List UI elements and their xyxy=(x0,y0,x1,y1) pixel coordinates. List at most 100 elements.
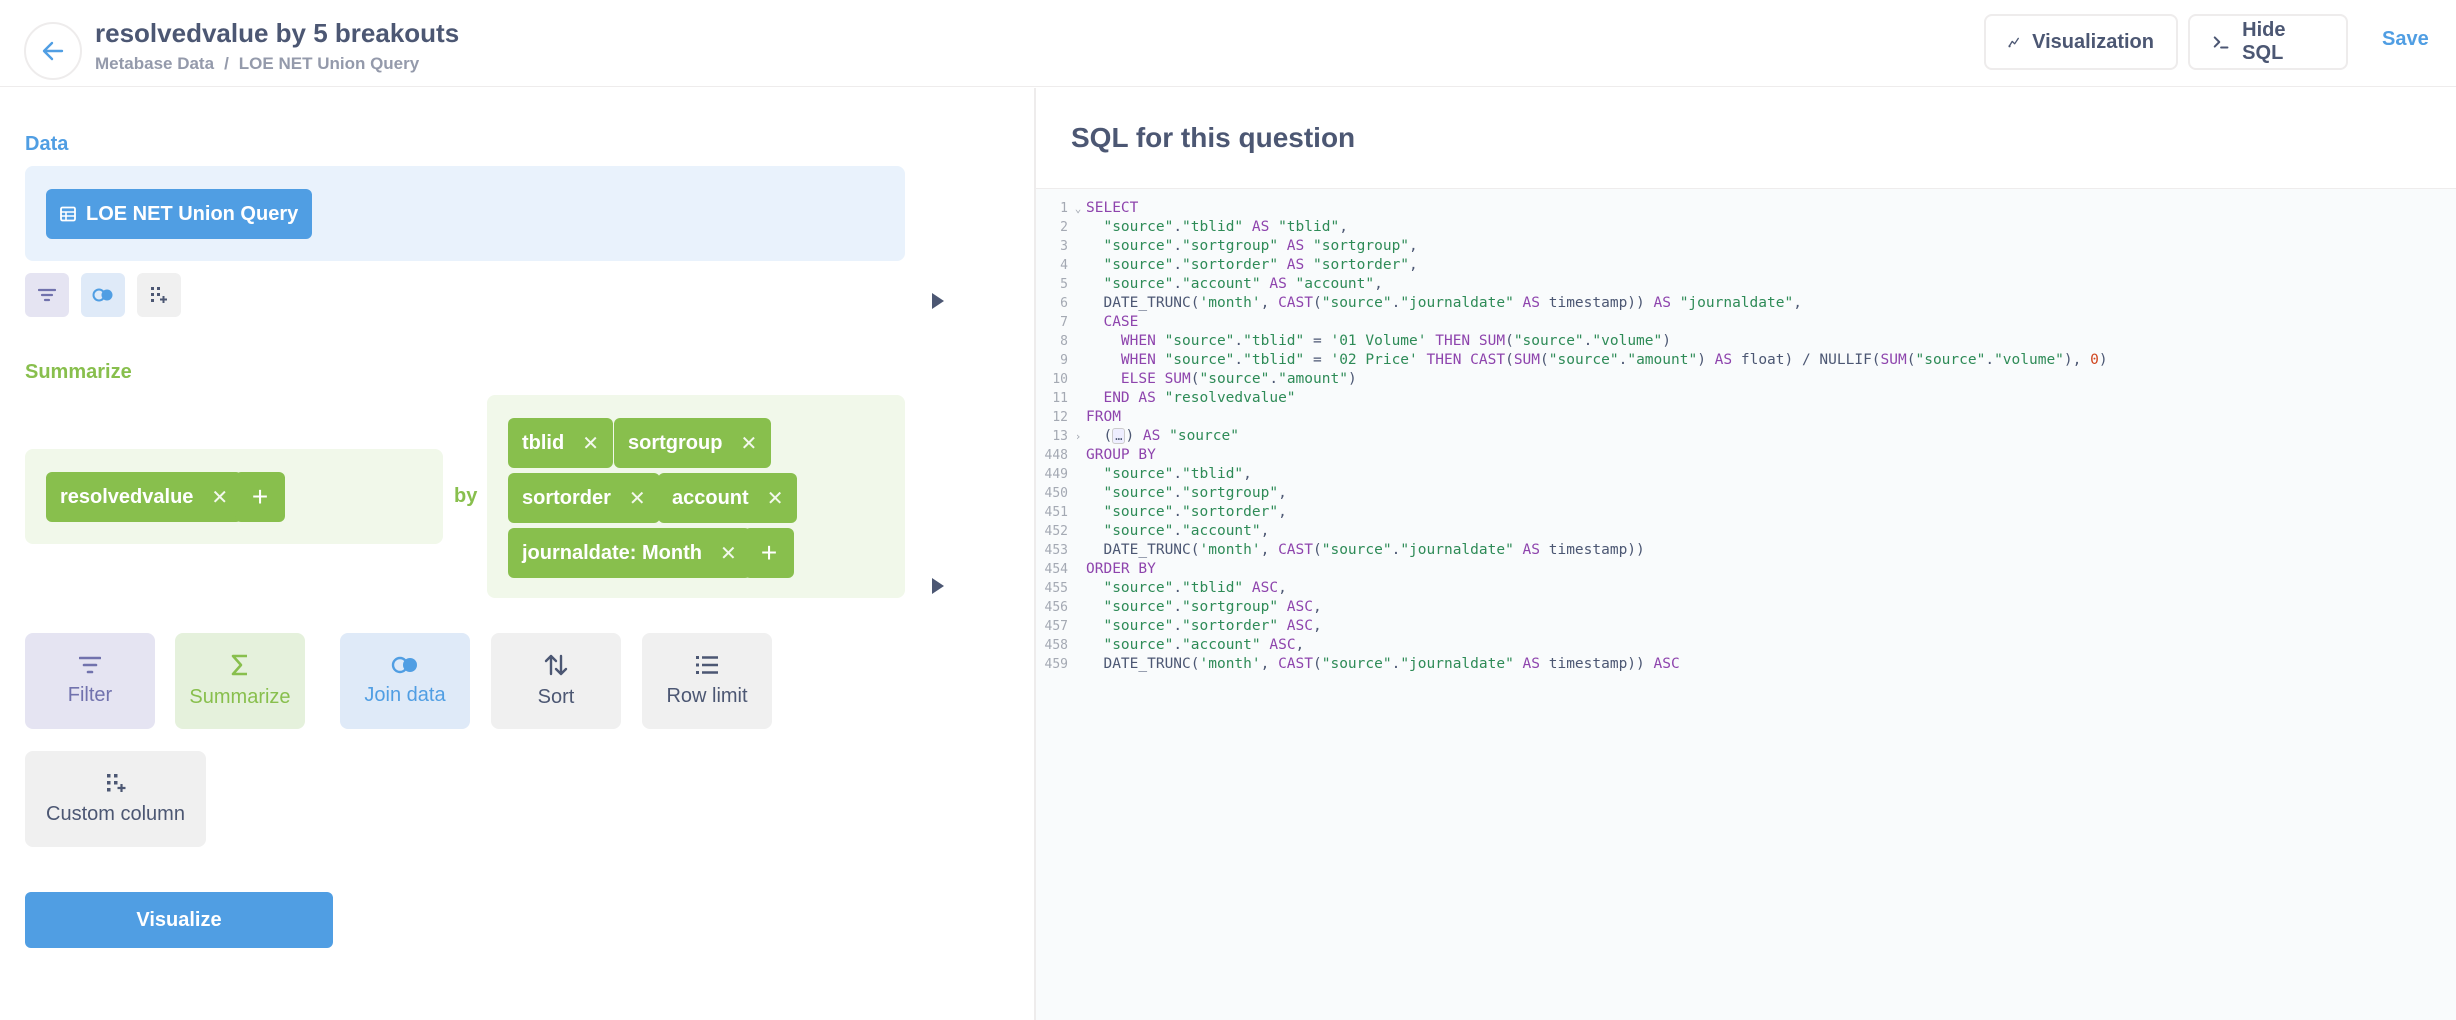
close-icon[interactable]: ✕ xyxy=(766,487,784,510)
fold-gutter xyxy=(1070,237,1086,256)
breakout-pill[interactable]: tblid ✕ xyxy=(508,418,613,468)
code-line: 451 "source"."sortorder", xyxy=(1036,503,2456,522)
fold-gutter xyxy=(1070,465,1086,484)
line-number: 7 xyxy=(1060,315,1068,330)
fold-gutter xyxy=(1070,541,1086,560)
line-number: 457 xyxy=(1044,619,1068,634)
code-line: 449 "source"."tblid", xyxy=(1036,465,2456,484)
breadcrumb-root[interactable]: Metabase Data xyxy=(95,54,215,73)
filter-action-button[interactable]: Filter xyxy=(25,633,155,729)
breakout-pill[interactable]: sortgroup ✕ xyxy=(614,418,772,468)
close-icon[interactable]: ✕ xyxy=(740,432,758,455)
line-number: 3 xyxy=(1060,239,1068,254)
row-limit-action-label: Row limit xyxy=(666,684,748,707)
visualization-label: Visualization xyxy=(2032,30,2154,53)
app-header: resolvedvalue by 5 breakouts Metabase Da… xyxy=(0,0,2456,87)
sort-action-button[interactable]: Sort xyxy=(491,633,621,729)
close-icon[interactable]: ✕ xyxy=(582,432,599,455)
save-button[interactable]: Save xyxy=(2382,28,2429,50)
code-line: 2 "source"."tblid" AS "tblid", xyxy=(1036,218,2456,237)
list-icon xyxy=(696,655,718,674)
code-text: DATE_TRUNC('month', CAST("source"."journ… xyxy=(1086,542,1645,558)
line-number: 451 xyxy=(1044,505,1068,520)
code-text: DATE_TRUNC('month', CAST("source"."journ… xyxy=(1086,656,1680,672)
close-icon[interactable]: ✕ xyxy=(628,487,646,510)
summarize-action-button[interactable]: Summarize xyxy=(175,633,305,729)
visualization-button[interactable]: Visualization xyxy=(1984,14,2178,70)
close-icon[interactable]: ✕ xyxy=(211,486,229,509)
hide-sql-button[interactable]: Hide SQL xyxy=(2188,14,2348,70)
preview-data-icon[interactable] xyxy=(932,293,944,309)
code-line: 1⌄SELECT xyxy=(1036,199,2456,218)
add-aggregation-button[interactable]: + xyxy=(235,472,285,522)
fold-gutter xyxy=(1070,522,1086,541)
breakout-pill[interactable]: account ✕ xyxy=(658,473,798,523)
breakout-pill[interactable]: journaldate: Month ✕ xyxy=(508,528,751,578)
line-chart-icon xyxy=(2008,37,2019,48)
fold-gutter xyxy=(1070,655,1086,674)
fold-toggle-icon[interactable]: ⌄ xyxy=(1074,202,1082,215)
code-line: 457 "source"."sortorder" ASC, xyxy=(1036,617,2456,636)
code-text: (…) AS "source" xyxy=(1086,428,1239,444)
code-line: 453 DATE_TRUNC('month', CAST("source"."j… xyxy=(1036,541,2456,560)
code-text: "source"."sortgroup", xyxy=(1103,485,1287,501)
aggregation-pill[interactable]: resolvedvalue ✕ xyxy=(46,472,243,522)
code-line: 5 "source"."account" AS "account", xyxy=(1036,275,2456,294)
code-text: FROM xyxy=(1086,409,1121,425)
sort-action-label: Sort xyxy=(537,685,575,708)
custom-column-mini-button[interactable] xyxy=(137,273,181,317)
sigma-icon xyxy=(231,654,247,675)
fold-toggle-icon[interactable]: › xyxy=(1074,430,1082,443)
preview-summarize-icon[interactable] xyxy=(932,578,944,594)
line-number: 13 xyxy=(1052,429,1068,444)
arrow-left-icon xyxy=(42,41,64,61)
back-button[interactable] xyxy=(24,22,82,80)
code-line: 454 ORDER BY xyxy=(1036,560,2456,579)
line-number: 5 xyxy=(1060,277,1068,292)
data-step: LOE NET Union Query xyxy=(25,166,905,261)
sql-panel-header: SQL for this question xyxy=(1036,88,2456,189)
row-limit-action-button[interactable]: Row limit xyxy=(642,633,772,729)
code-line: 7 CASE xyxy=(1036,313,2456,332)
code-text: ORDER BY xyxy=(1086,561,1156,577)
filter-icon xyxy=(79,656,101,673)
sort-arrows-icon xyxy=(544,654,568,675)
fold-gutter xyxy=(1070,446,1086,465)
code-line: 458 "source"."account" ASC, xyxy=(1036,636,2456,655)
line-number: 6 xyxy=(1060,296,1068,311)
line-number: 454 xyxy=(1044,562,1068,577)
join-action-button[interactable]: Join data xyxy=(340,633,470,729)
breakout-name: account xyxy=(672,486,749,509)
close-icon[interactable]: ✕ xyxy=(719,542,737,565)
join-mini-button[interactable] xyxy=(81,273,125,317)
code-line: 459 DATE_TRUNC('month', CAST("source"."j… xyxy=(1036,655,2456,674)
code-text: "source"."tblid", xyxy=(1103,466,1252,482)
source-table-name: LOE NET Union Query xyxy=(86,202,299,225)
code-line: 455 "source"."tblid" ASC, xyxy=(1036,579,2456,598)
code-text: "source"."sortorder" AS "sortorder", xyxy=(1103,257,1418,273)
fold-gutter xyxy=(1070,332,1086,351)
code-text: CASE xyxy=(1086,314,1139,330)
breadcrumb-leaf[interactable]: LOE NET Union Query xyxy=(238,54,420,73)
line-number: 453 xyxy=(1044,543,1068,558)
visualize-button[interactable]: Visualize xyxy=(25,892,333,948)
code-line: 11 END AS "resolvedvalue" xyxy=(1036,389,2456,408)
add-filter-mini-button[interactable] xyxy=(25,273,69,317)
code-text: SELECT xyxy=(1086,200,1139,216)
aggregation-step: resolvedvalue ✕ + xyxy=(25,449,443,544)
code-line: 10 ELSE SUM("source"."amount") xyxy=(1036,370,2456,389)
fold-gutter xyxy=(1070,294,1086,313)
line-number: 449 xyxy=(1044,467,1068,482)
line-number: 10 xyxy=(1052,372,1068,387)
source-table-pill[interactable]: LOE NET Union Query xyxy=(46,189,313,239)
breadcrumb: Metabase Data / LOE NET Union Query xyxy=(95,54,419,74)
custom-column-action-button[interactable]: Custom column xyxy=(25,751,206,847)
breakout-pill[interactable]: sortorder ✕ xyxy=(508,473,660,523)
add-breakout-button[interactable]: + xyxy=(744,528,794,578)
fold-gutter xyxy=(1070,218,1086,237)
join-icon xyxy=(92,288,113,302)
by-label: by xyxy=(454,485,478,507)
table-icon xyxy=(60,206,76,222)
